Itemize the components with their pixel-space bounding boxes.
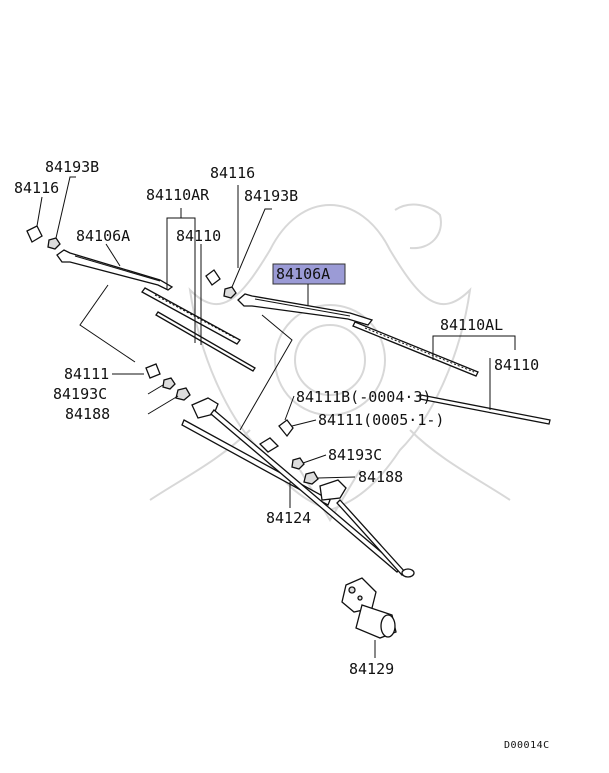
nut-84193C-right [291, 457, 305, 470]
cap-84116-mid [205, 269, 221, 286]
label-84111B: 84111B(-0004·3) [296, 388, 431, 406]
wiper-rubber-right [419, 394, 551, 425]
grommet-84111 [258, 437, 280, 453]
label-84193C-right: 84193C [328, 446, 382, 464]
leader-84193B-mid [231, 208, 272, 288]
label-84188-left: 84188 [65, 405, 110, 423]
label-84193C-left: 84193C [53, 385, 107, 403]
washer-84188-left [175, 387, 191, 401]
cap-84116-left [26, 225, 43, 243]
highlight-84106A [272, 263, 346, 285]
label-84188-right: 84188 [358, 468, 403, 486]
leader-arm-right-mount [239, 314, 293, 431]
leader-84106A-left [105, 243, 121, 267]
leader-84193B-left [55, 176, 76, 239]
leader-84193C-right [302, 454, 327, 464]
bushing-84111-left [145, 363, 161, 379]
bracket-84110AL [432, 335, 516, 360]
wiper-arm-left-edge [74, 255, 161, 282]
wiper-motor-84129 [341, 577, 397, 639]
watermark-emblem [149, 203, 511, 522]
wiper-arm-right-edge [254, 298, 351, 317]
label-84110-right: 84110 [494, 356, 539, 374]
leader-84116-left [36, 196, 43, 227]
leader-84193C-left [147, 384, 164, 395]
label-84116-mid: 84116 [210, 164, 255, 182]
bushing-84111-right [278, 419, 294, 438]
label-84193B-mid: 84193B [244, 187, 298, 205]
label-84129: 84129 [349, 660, 394, 678]
wiper-rubber-left [155, 311, 256, 372]
nut-84193B-mid [223, 286, 237, 299]
label-84110AL: 84110AL [440, 316, 503, 334]
wiper-linkage-84124 [181, 397, 415, 578]
label-84111-left: 84111 [64, 365, 109, 383]
label-84111-right: 84111(0005·1-) [318, 411, 444, 429]
leader-84188-left [147, 395, 179, 415]
wiper-blade-right-ribs [364, 327, 475, 373]
label-84193B-left: 84193B [45, 158, 99, 176]
leader-84111-right [291, 419, 317, 427]
nut-84193C-left [162, 377, 176, 390]
label-84116-left: 84116 [14, 179, 59, 197]
leader-arm-left-mount [79, 284, 136, 363]
label-84106A-highlighted: 84106A [276, 265, 330, 283]
label-84110AR: 84110AR [146, 186, 210, 204]
nut-84193B-left [47, 237, 61, 250]
leader-84188-right [317, 476, 356, 479]
label-84110-left: 84110 [176, 227, 221, 245]
leader-84111B [284, 395, 295, 421]
label-84124: 84124 [266, 509, 311, 527]
wiper-arm-left [56, 249, 174, 291]
wiper-blade-left [141, 287, 241, 345]
diagram-code: D00014C [504, 740, 550, 751]
label-84106A-left: 84106A [76, 227, 130, 245]
washer-84188-right [303, 471, 319, 485]
